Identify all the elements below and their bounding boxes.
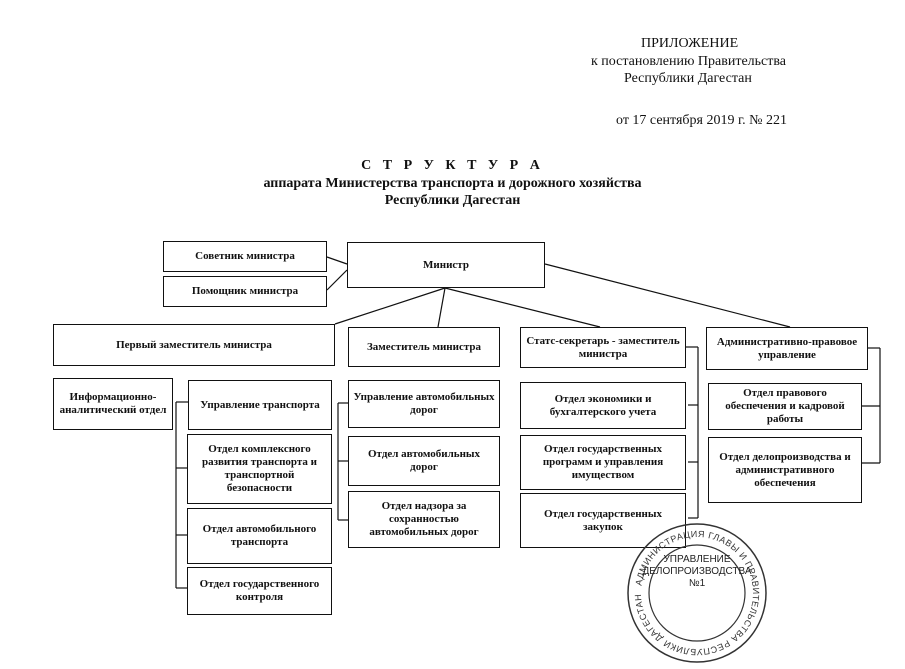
first-deputy-box: Первый заместитель министра xyxy=(53,324,335,366)
stamp-ring-text: АДМИНИСТРАЦИЯ ГЛАВЫ И ПРАВИТЕЛЬСТВА РЕСП… xyxy=(633,529,761,657)
info-analytic-box: Информационно-аналитический отдел xyxy=(53,378,173,430)
roads-supervision-box: Отдел надзора за сохранностью автомобиль… xyxy=(348,491,500,548)
auto-transport-box: Отдел автомобильного транспорта xyxy=(187,508,332,564)
procurement-box: Отдел государственных закупок xyxy=(520,493,686,548)
doc-title: С Т Р У К Т У Р А xyxy=(361,158,544,173)
records-box: Отдел делопроизводства и административно… xyxy=(708,437,862,503)
state-secretary-box: Статс-секретарь - заместитель министра xyxy=(520,327,686,368)
transport-dept-box: Управление транспорта xyxy=(188,380,332,430)
org-connectors xyxy=(175,256,881,589)
connector-assistant xyxy=(326,269,348,291)
resolution-reference: к постановлению Правительства xyxy=(591,54,787,69)
roads-office-box: Отдел автомобильных дорог xyxy=(348,436,500,486)
stamp-line-2: ДЕЛОПРОИЗВОДСТВА xyxy=(642,566,752,577)
resolution-date: от 17 сентября 2019 г. № 221 xyxy=(616,113,787,128)
roads-dept-box: Управление автомобильных дорог xyxy=(348,380,500,428)
connector-advisor xyxy=(326,256,348,265)
complex-development-box: Отдел комплексного развития транспорта и… xyxy=(187,434,332,504)
admin-legal-box: Административно-правовое управление xyxy=(706,327,868,370)
stamp-line-1: УПРАВЛЕНИЕ xyxy=(663,554,731,565)
state-control-box: Отдел государственного контроля xyxy=(187,567,332,615)
svg-text:АДМИНИСТРАЦИЯ ГЛАВЫ И ПРАВИТЕЛ: АДМИНИСТРАЦИЯ ГЛАВЫ И ПРАВИТЕЛЬСТВА РЕСП… xyxy=(633,529,761,657)
minister-box: Министр xyxy=(347,242,545,288)
appendix-label: ПРИЛОЖЕНИЕ xyxy=(641,36,739,51)
legal-hr-box: Отдел правового обеспечения и кадровой р… xyxy=(708,383,862,430)
assistant-box: Помощник министра xyxy=(163,276,327,307)
advisor-box: Советник министра xyxy=(163,241,327,272)
connector-state-secretary xyxy=(444,287,601,328)
deputy-box: Заместитель министра xyxy=(348,327,500,367)
doc-subtitle-republic: Республики Дагестан xyxy=(384,193,521,208)
stamp-line-3: №1 xyxy=(688,578,706,589)
republic-name: Республики Дагестан xyxy=(624,71,752,86)
connector-admin-legal xyxy=(544,263,791,328)
official-stamp: АДМИНИСТРАЦИЯ ГЛАВЫ И ПРАВИТЕЛЬСТВА РЕСП… xyxy=(626,522,768,664)
programs-box: Отдел государственных программ и управле… xyxy=(520,435,686,490)
stamp-seal-graphic: АДМИНИСТРАЦИЯ ГЛАВЫ И ПРАВИТЕЛЬСТВА РЕСП… xyxy=(627,523,767,663)
connector-first-deputy xyxy=(334,287,446,325)
connector-deputy xyxy=(437,287,446,328)
economics-box: Отдел экономики и бухгалтерского учета xyxy=(520,382,686,429)
doc-subtitle: аппарата Министерства транспорта и дорож… xyxy=(263,176,642,191)
